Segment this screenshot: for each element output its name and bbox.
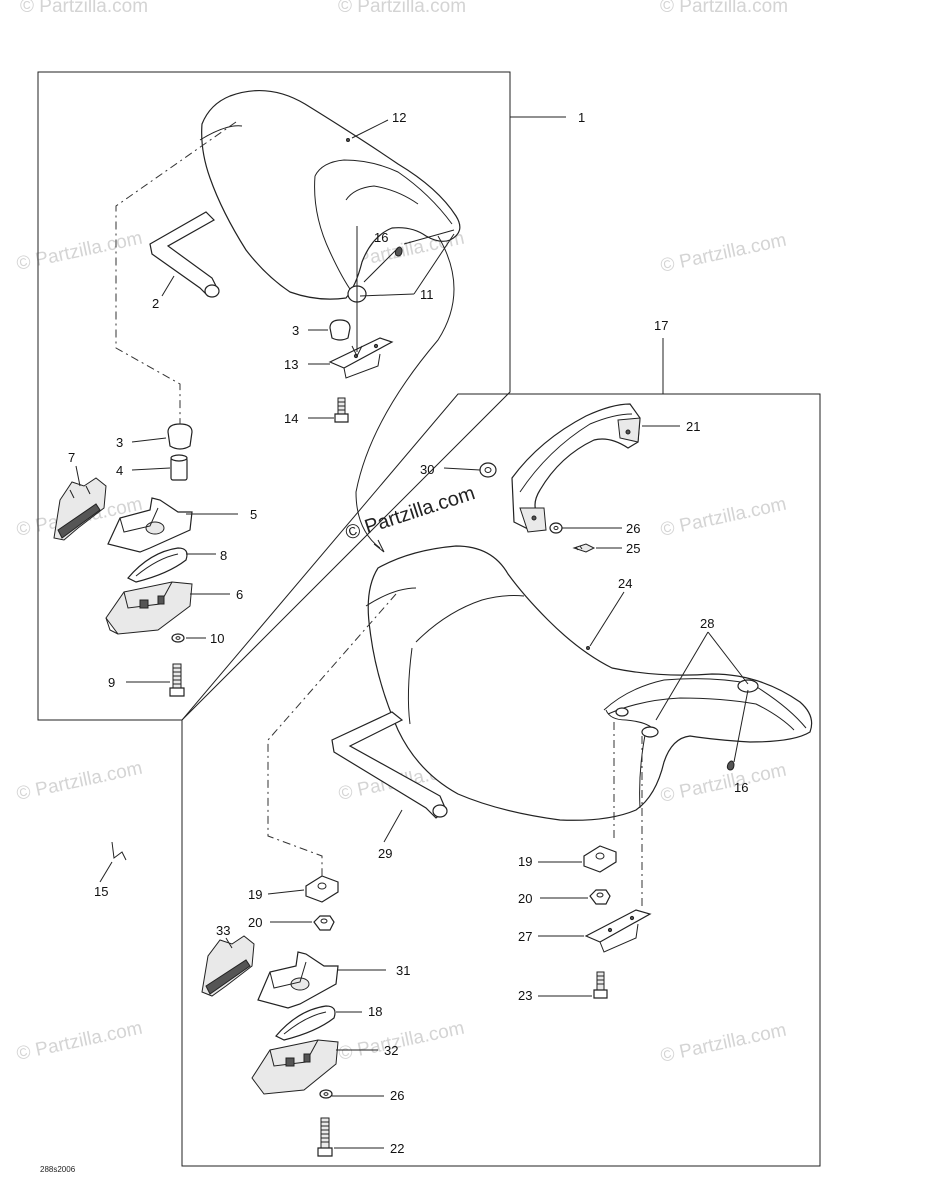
callout-8: 8 [220, 548, 227, 563]
callout-11: 11 [420, 287, 434, 302]
callout-13: 13 [284, 357, 298, 372]
diagram-code: 288s2006 [40, 1165, 76, 1174]
seat-cushion-12 [201, 90, 461, 300]
symbol-15 [111, 841, 127, 861]
callout-31: 31 [396, 963, 410, 978]
watermark-text: © Partzilla.com [337, 1018, 467, 1065]
callout-25: 25 [626, 541, 640, 556]
watermark-text: © Partzilla.com [15, 1018, 145, 1065]
plug-3-lower [167, 423, 193, 450]
callout-21: 21 [686, 419, 700, 434]
callout-3: 3 [292, 323, 299, 338]
callout-5: 5 [250, 507, 257, 522]
callout-10: 10 [210, 631, 224, 646]
screw-23 [596, 971, 605, 991]
watermark-text: © Partzilla.com [659, 760, 789, 807]
washer-26 [549, 522, 563, 534]
callout-1: 1 [578, 110, 585, 125]
frame-seat-1 [37, 71, 511, 721]
callout-2: 2 [152, 296, 159, 311]
callout-26: 26 [626, 521, 640, 536]
callout-24: 24 [618, 576, 632, 591]
callout-4: 4 [116, 463, 123, 478]
leader-lines-lower [99, 425, 749, 1149]
callout-22: 22 [390, 1141, 404, 1156]
watermark-text: © Partzilla.com [659, 494, 789, 541]
callout-9: 9 [108, 675, 115, 690]
callout-16: 16 [374, 230, 388, 245]
latch-housing-32 [251, 1039, 339, 1095]
callout-29: 29 [378, 846, 392, 861]
callout-18: 18 [368, 1004, 382, 1019]
screw-25 [572, 543, 596, 553]
leader-lines-upper [75, 119, 455, 683]
callout-15: 15 [94, 884, 108, 899]
callout-17: 17 [654, 318, 668, 333]
callout-labels: 1 12 16 11 2 3 13 14 17 3 4 7 5 8 6 10 9… [68, 110, 748, 1156]
callout-28: 28 [700, 616, 714, 631]
bracket-13 [328, 337, 394, 369]
callout-20: 20 [248, 915, 262, 930]
watermark-text: © Partzilla.com [659, 230, 789, 277]
assembly-frames [37, 71, 821, 1167]
callout-6: 6 [236, 587, 243, 602]
seat-cushion-24 [367, 545, 813, 821]
bracket-27 [584, 909, 652, 943]
washer-26-lower [319, 1089, 333, 1099]
callout-12: 12 [392, 110, 406, 125]
watermark-text: © Partzilla.com [15, 758, 145, 805]
watermark-text: © Partzilla.com [15, 228, 145, 275]
callout-3-lower: 3 [116, 435, 123, 450]
handle-2 [149, 211, 219, 297]
spacer-30 [479, 462, 497, 478]
callout-26-lower: 26 [390, 1088, 404, 1103]
callout-16-lower: 16 [734, 780, 748, 795]
gasket-8 [127, 547, 188, 583]
callout-14: 14 [284, 411, 298, 426]
callout-19-right: 19 [518, 854, 532, 869]
washer-10 [171, 633, 185, 643]
callout-33: 33 [216, 923, 230, 938]
grab-handle-21 [511, 403, 641, 531]
callout-27: 27 [518, 929, 532, 944]
callout-32: 32 [384, 1043, 398, 1058]
watermark-text: © Partzilla.com [660, 0, 788, 17]
callout-23: 23 [518, 988, 532, 1003]
gasket-18 [275, 1005, 336, 1041]
latch-housing-6 [105, 581, 193, 635]
frame-seat-17 [181, 393, 821, 1167]
callout-7: 7 [68, 450, 75, 465]
lower-seat-assembly [111, 403, 813, 1157]
handle-29 [331, 711, 447, 819]
watermark-text: © Partzilla.com [338, 0, 466, 17]
plug-3 [329, 319, 351, 341]
callout-20-right: 20 [518, 891, 532, 906]
upper-seat-assembly [53, 90, 461, 697]
callout-19: 19 [248, 887, 262, 902]
callout-30: 30 [420, 462, 434, 477]
watermark-text: © Partzilla.com [20, 0, 148, 17]
watermark-text: © Partzilla.com [659, 1020, 789, 1067]
